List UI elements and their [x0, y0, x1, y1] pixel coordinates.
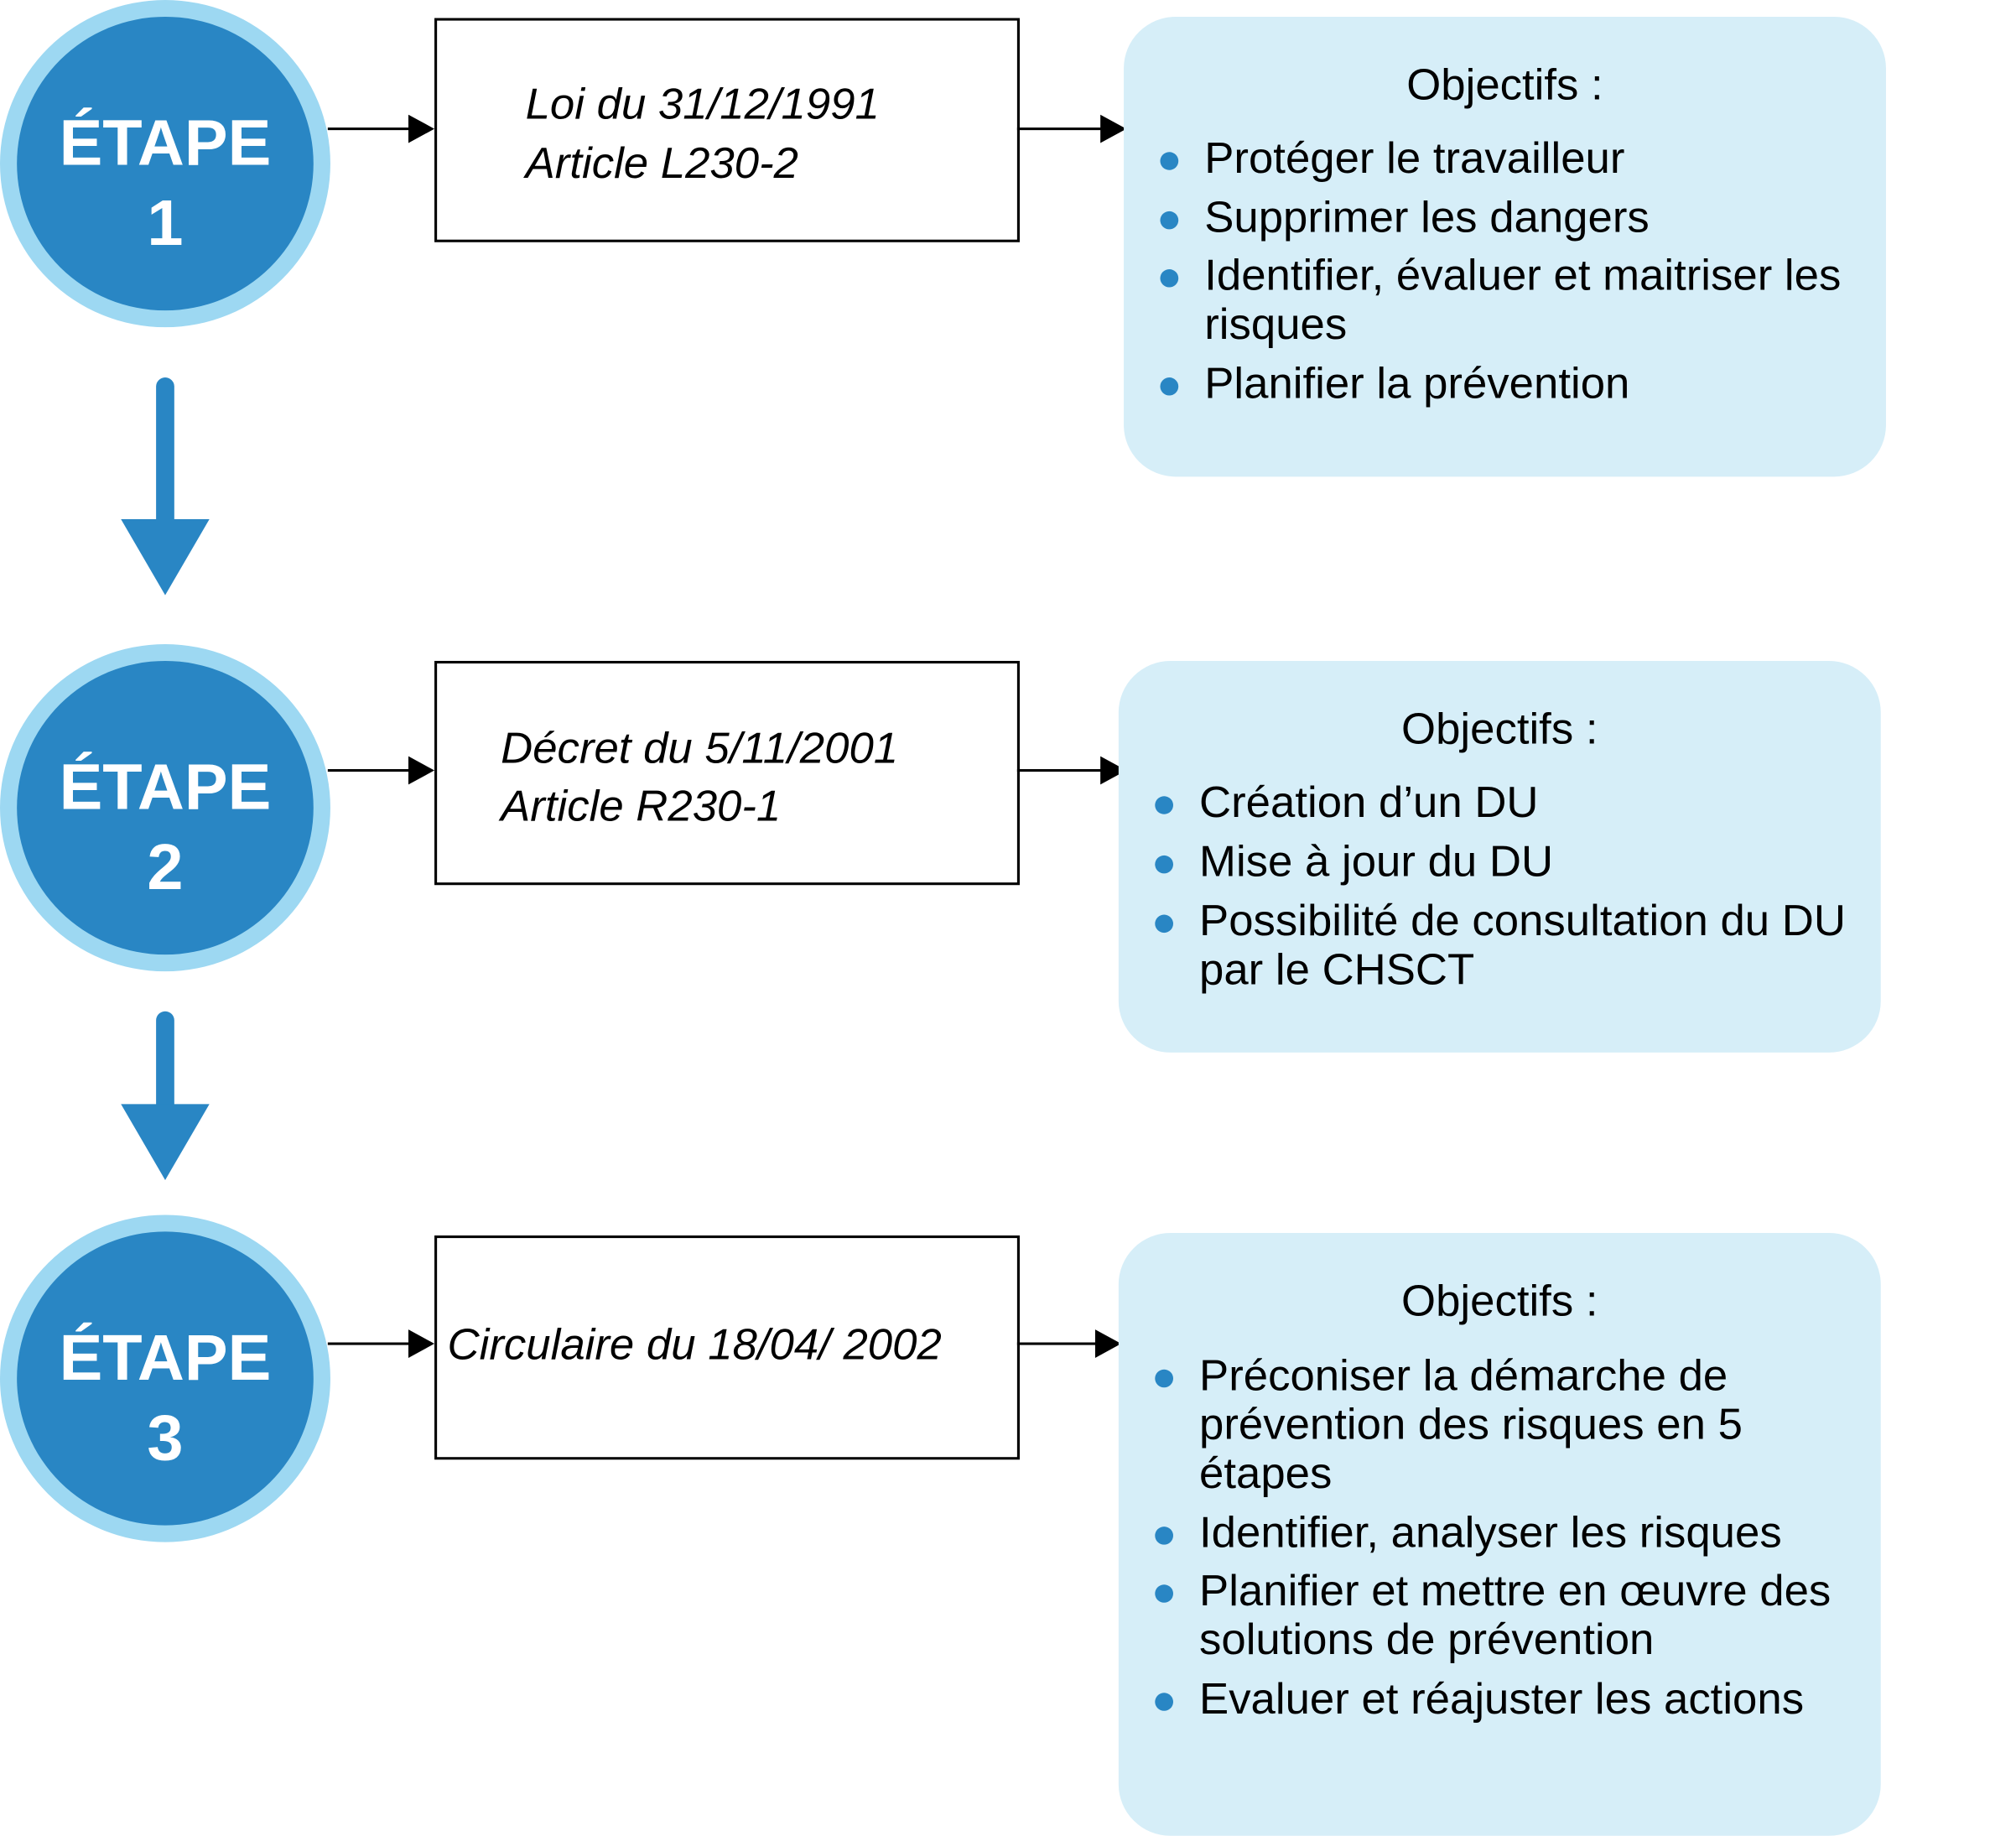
step-number: 3	[147, 1402, 184, 1475]
arrow-line	[327, 768, 412, 772]
step-1-law-box: Loi du 31/12/1991 Article L230-2	[434, 18, 1020, 242]
arrow-right-icon	[1100, 114, 1127, 143]
step-label: ÉTAPE	[59, 1321, 272, 1394]
law-line: Décret du 5/11/2001	[501, 724, 899, 773]
step-label: ÉTAPE	[59, 107, 272, 179]
arrow-line	[1016, 768, 1104, 772]
step-3-objectives: Objectifs : Préconiser la démarche de pr…	[1118, 1232, 1881, 1836]
bullet-icon	[1155, 1584, 1174, 1603]
arrow-right-icon	[408, 114, 435, 143]
bullet-icon	[1155, 914, 1174, 934]
bullet-icon	[1160, 152, 1179, 170]
arrow-line	[1016, 127, 1104, 131]
law-line: Article R230-1	[501, 782, 782, 831]
step-2-objectives: Objectifs : Création d’un DU Mise à jour…	[1118, 660, 1881, 1053]
bullet-icon	[1155, 855, 1174, 874]
bullet-icon	[1160, 377, 1179, 396]
arrow-down-icon	[121, 519, 210, 596]
law-line: Loi du 31/12/1991	[525, 80, 880, 129]
step-2-law-box: Décret du 5/11/2001 Article R230-1	[434, 660, 1020, 886]
arrow-right-icon	[408, 756, 435, 785]
bullet-icon	[1155, 1527, 1174, 1545]
down-arrow-shaft	[156, 1011, 174, 1107]
bullet-icon	[1160, 211, 1179, 230]
step-3-circle: ÉTAPE 3	[0, 1214, 330, 1542]
arrow-line	[327, 1342, 412, 1345]
law-line: Article L230-2	[525, 138, 798, 189]
law-line: Circulaire du 18/04/ 2002	[447, 1320, 942, 1370]
bullet-icon	[1160, 269, 1179, 288]
down-arrow-shaft	[156, 377, 174, 523]
objectives-title: Objectifs :	[1401, 705, 1598, 754]
bullet-icon	[1155, 1369, 1174, 1388]
objectives-title: Objectifs :	[1406, 60, 1603, 110]
step-number: 1	[147, 186, 184, 259]
arrow-right-icon	[1094, 1329, 1121, 1358]
arrow-line	[1016, 1342, 1099, 1345]
bullet-icon	[1155, 796, 1174, 814]
step-1-objectives: Objectifs : Protéger le travailleur Supp…	[1124, 16, 1886, 477]
bullet-icon	[1155, 1693, 1174, 1711]
objectives-title: Objectifs :	[1401, 1277, 1598, 1326]
step-label: ÉTAPE	[59, 751, 272, 824]
arrow-line	[327, 127, 412, 131]
arrow-down-icon	[121, 1104, 210, 1180]
step-number: 2	[147, 830, 184, 903]
step-3-law-box: Circulaire du 18/04/ 2002	[434, 1235, 1020, 1460]
arrow-right-icon	[408, 1329, 435, 1358]
